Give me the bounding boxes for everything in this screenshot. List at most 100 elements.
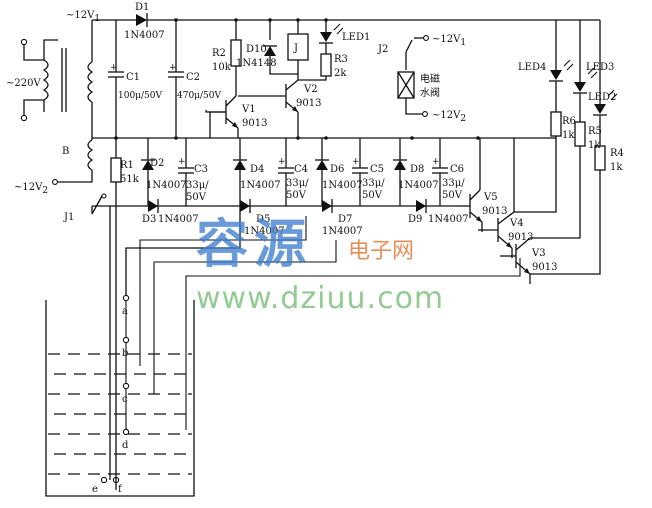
label-d1: D1 <box>135 2 149 13</box>
label-d7-type: 1N4007 <box>322 226 363 237</box>
probe-c <box>122 382 130 390</box>
label-d3-type: 1N4007 <box>158 214 199 225</box>
secondary-coil-1 <box>87 61 94 103</box>
solenoid-valve <box>397 71 428 117</box>
svg-text:+: + <box>432 157 440 167</box>
label-probe-b: b <box>122 348 128 359</box>
label-c2: C2 <box>186 72 200 83</box>
label-d3: D3 <box>142 214 156 225</box>
label-r6: R6 <box>562 116 576 127</box>
svg-text:+: + <box>169 63 177 73</box>
label-r4: R4 <box>610 148 624 159</box>
label-j2: J2 <box>377 44 388 55</box>
label-c6-val1: 33μ/ <box>442 178 465 189</box>
label-d5: D5 <box>256 214 270 225</box>
capacitor-c3: + <box>178 138 194 206</box>
diode-d8 <box>393 138 407 206</box>
label-led1: LED1 <box>342 32 370 43</box>
label-r3-val: 2k <box>334 68 347 79</box>
label-c3: C3 <box>194 164 208 175</box>
label-c4-val1: 33μ/ <box>286 178 309 189</box>
label-j1: J1 <box>63 212 74 223</box>
label-12v2-left: ~12V2 <box>14 182 48 196</box>
label-d9-type: 1N4007 <box>428 214 469 225</box>
probe-a <box>122 294 130 302</box>
resistor-r6 <box>514 81 562 213</box>
label-d5-type: 1N4007 <box>244 226 285 237</box>
label-c6-val2: 50V <box>442 190 463 201</box>
mains-input <box>20 38 67 122</box>
watermark-cn-sub: 电子网 <box>348 239 414 264</box>
water-surface <box>48 353 192 475</box>
resistor-r3 <box>298 43 332 81</box>
label-12v1-top: ~12V1 <box>66 10 100 24</box>
label-d8: D8 <box>410 164 424 175</box>
label-d4: D4 <box>250 164 264 175</box>
diode-d3 <box>148 199 159 213</box>
diode-d7 <box>322 199 333 213</box>
led4 <box>549 20 574 82</box>
capacitor-c6: + <box>432 138 448 206</box>
resistor-r1 <box>110 138 122 206</box>
label-r3: R3 <box>334 54 348 65</box>
transistor-v5 <box>456 138 483 232</box>
label-d1-type: 1N4007 <box>124 30 165 41</box>
capacitor-c5: + <box>352 138 368 206</box>
watermark-cn-main: 容源 <box>196 215 312 275</box>
diode-d6 <box>315 138 329 206</box>
probe-a-wire <box>125 206 241 296</box>
label-c6: C6 <box>450 164 464 175</box>
label-d2: D2 <box>150 158 164 169</box>
capacitor-c4: + <box>278 138 294 206</box>
label-v5: V5 <box>483 192 498 203</box>
label-probe-a: a <box>122 306 128 317</box>
transistor-v2 <box>238 79 299 138</box>
label-valve-2: 水阀 <box>420 86 440 99</box>
label-led2: LED2 <box>588 92 616 103</box>
label-r2-val: 10k <box>212 62 232 73</box>
svg-text:+: + <box>352 157 360 167</box>
label-c1-val: 100μ/50V <box>118 91 163 101</box>
diode-d2 <box>141 138 155 206</box>
label-r4-val: 1k <box>610 162 623 173</box>
label-d9: D9 <box>408 214 422 225</box>
label-220v: ~220V <box>6 78 41 89</box>
svg-text:+: + <box>110 63 118 73</box>
resistor-r2 <box>230 20 242 96</box>
relay-contact-j2 <box>405 35 429 70</box>
label-c5: C5 <box>370 164 384 175</box>
led3 <box>573 20 598 94</box>
relay-contact-j1 <box>91 193 107 215</box>
label-v2-type: 9013 <box>296 98 321 109</box>
watermark-url: www.dziuu.com <box>196 281 444 316</box>
label-probe-f: f <box>118 484 123 495</box>
label-r1: R1 <box>120 160 134 171</box>
label-v3: V3 <box>531 248 546 259</box>
label-d10: D10 <box>246 44 267 55</box>
capacitor-c1: + <box>108 20 124 138</box>
label-d6-type: 1N4007 <box>322 180 363 191</box>
label-v3-type: 9013 <box>532 262 557 273</box>
diode-d4 <box>233 138 247 206</box>
label-v1-type: 9013 <box>242 118 267 129</box>
led1 <box>319 20 344 44</box>
label-d4-type: 1N4007 <box>240 180 281 191</box>
label-j2-v1: ~12V1 <box>432 34 466 48</box>
label-c3-val1: 33μ/ <box>186 180 209 191</box>
water-tank <box>45 300 195 497</box>
label-j: J <box>293 43 298 54</box>
label-r1-val: 51k <box>120 174 140 185</box>
label-led4: LED4 <box>518 62 546 73</box>
label-r5: R5 <box>588 126 602 137</box>
probe-e <box>100 476 108 484</box>
svg-text:+: + <box>278 157 286 167</box>
probe-d <box>122 428 130 436</box>
label-c4: C4 <box>294 164 308 175</box>
relay-j <box>287 20 309 80</box>
label-d10-type: 1N4148 <box>236 58 277 69</box>
label-v4: V4 <box>509 218 524 229</box>
probe-b <box>122 336 130 344</box>
label-c2-val: 470μ/50V <box>177 91 222 101</box>
label-probe-c: c <box>122 394 128 405</box>
label-valve-1: 电磁 <box>420 72 440 85</box>
